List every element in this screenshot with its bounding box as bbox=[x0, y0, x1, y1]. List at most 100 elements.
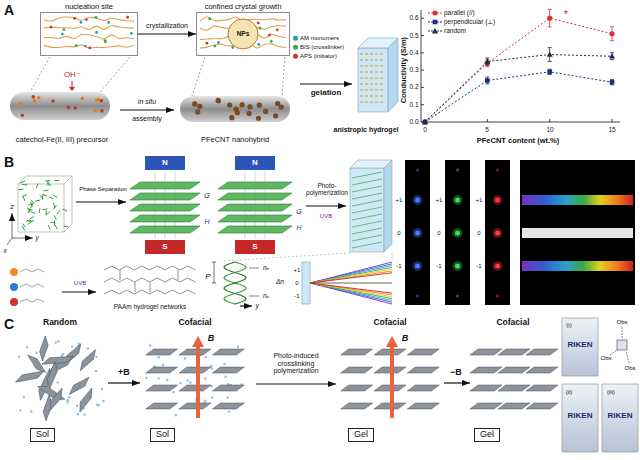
fiber bbox=[62, 209, 67, 211]
fiber bbox=[39, 208, 40, 213]
field-arrow bbox=[390, 346, 394, 418]
helix-strand bbox=[224, 262, 246, 304]
diffraction-ray bbox=[310, 266, 392, 283]
fiber bbox=[64, 226, 69, 228]
nanosheet bbox=[526, 349, 558, 355]
tick bbox=[421, 52, 424, 53]
precursor-dot bbox=[19, 102, 23, 106]
fiber bbox=[22, 184, 27, 186]
nanosheet bbox=[526, 367, 558, 373]
solvent-dot bbox=[23, 396, 25, 398]
inset-box: nucleation site bbox=[40, 12, 138, 56]
precursor-dot bbox=[80, 97, 84, 101]
nanosheet bbox=[470, 403, 502, 409]
monomer-dot bbox=[107, 21, 110, 24]
solvent-dot bbox=[166, 379, 168, 381]
nanosheet bbox=[146, 385, 178, 391]
ion-arrow bbox=[72, 81, 73, 88]
nanosheet bbox=[498, 403, 530, 409]
data-point bbox=[422, 119, 428, 124]
aligned-nanohybrid bbox=[375, 54, 378, 55]
monomer-dot bbox=[270, 40, 273, 43]
axis-line bbox=[12, 213, 13, 238]
inset-heading: confined crystal growth bbox=[205, 3, 282, 11]
nanosheet bbox=[407, 367, 439, 373]
fiber bbox=[40, 195, 43, 199]
stage-title: Cofacial bbox=[178, 318, 211, 327]
zero-order-band bbox=[522, 228, 633, 238]
fiber bbox=[23, 196, 25, 201]
fiber bbox=[31, 204, 33, 208]
error-bar bbox=[548, 61, 552, 62]
nanosheet bbox=[407, 385, 439, 391]
aligned-nanohybrid bbox=[365, 102, 368, 103]
step-label: gelation bbox=[311, 89, 342, 98]
nanosheet bbox=[179, 367, 211, 373]
nanotube bbox=[10, 92, 110, 120]
pitch-bracket bbox=[214, 262, 215, 283]
solvent-dot bbox=[54, 341, 56, 343]
iron-oxide-particle bbox=[235, 110, 240, 115]
aligned-nanohybrid bbox=[365, 84, 368, 85]
order-label: 0 bbox=[397, 230, 400, 237]
diffraction-photo bbox=[405, 160, 430, 305]
aligned-nanohybrid bbox=[370, 72, 373, 73]
y-axis bbox=[421, 10, 422, 122]
diffraction-ray bbox=[310, 283, 392, 293]
legend-swatch bbox=[293, 45, 298, 50]
zoom-line bbox=[192, 57, 205, 96]
pole-label: N bbox=[162, 159, 168, 168]
solvent-dot bbox=[35, 352, 37, 354]
nanosheet bbox=[498, 385, 530, 391]
diffraction-spot bbox=[493, 195, 503, 205]
magnet-pole bbox=[235, 240, 275, 254]
aligned-nanohybrid bbox=[360, 54, 363, 55]
aligned-sheet bbox=[130, 204, 200, 211]
solvent-dot bbox=[187, 379, 189, 381]
diffraction-spot bbox=[415, 231, 420, 236]
polymer-chain bbox=[44, 17, 134, 21]
aligned-nanohybrid bbox=[365, 54, 368, 55]
legend-item: AM monomers bbox=[293, 35, 339, 42]
nanosheet bbox=[44, 361, 61, 389]
hydrogel-cube bbox=[388, 38, 398, 112]
solvent-dot bbox=[77, 413, 79, 415]
nanosheet bbox=[470, 349, 502, 355]
precursor-dot bbox=[94, 108, 98, 112]
diffraction-ray bbox=[310, 283, 392, 295]
monomer-dot bbox=[257, 22, 260, 25]
nanosheet bbox=[146, 349, 178, 355]
magnet-pole bbox=[235, 156, 275, 170]
magnet-pole bbox=[145, 156, 185, 170]
view-label: Obs bbox=[616, 319, 627, 326]
nanosheet bbox=[212, 367, 244, 373]
aligned-nanohybrid bbox=[380, 96, 383, 97]
state-box: Gel bbox=[348, 428, 374, 442]
embedded-fiber bbox=[352, 242, 382, 248]
diffraction-spot bbox=[496, 169, 499, 172]
nanosheet bbox=[42, 356, 74, 364]
fiber bbox=[55, 225, 58, 229]
view-arrow bbox=[622, 327, 623, 338]
order-label: -1 bbox=[436, 263, 441, 270]
tick bbox=[421, 35, 424, 36]
polymer-network bbox=[104, 266, 195, 270]
nanosheet bbox=[179, 349, 211, 355]
aligned-nanohybrid bbox=[360, 96, 363, 97]
pole-label: S bbox=[162, 243, 167, 252]
nanosheet bbox=[46, 388, 67, 410]
zoom-line bbox=[282, 57, 285, 96]
aligned-nanohybrid bbox=[375, 60, 378, 61]
precursor-dot bbox=[95, 98, 99, 102]
nanosheet bbox=[212, 385, 244, 391]
aligned-nanohybrid bbox=[365, 78, 368, 79]
fiber bbox=[28, 221, 32, 224]
monomer-dot bbox=[257, 43, 260, 46]
data-line bbox=[425, 72, 612, 122]
nanotube bbox=[180, 96, 290, 122]
precursor-dot bbox=[31, 95, 35, 99]
order-label: 0 bbox=[477, 230, 480, 237]
iron-oxide-particle bbox=[239, 102, 244, 107]
magnet-pole bbox=[145, 240, 185, 254]
inset-box: confined crystal growthNPs bbox=[196, 12, 290, 56]
